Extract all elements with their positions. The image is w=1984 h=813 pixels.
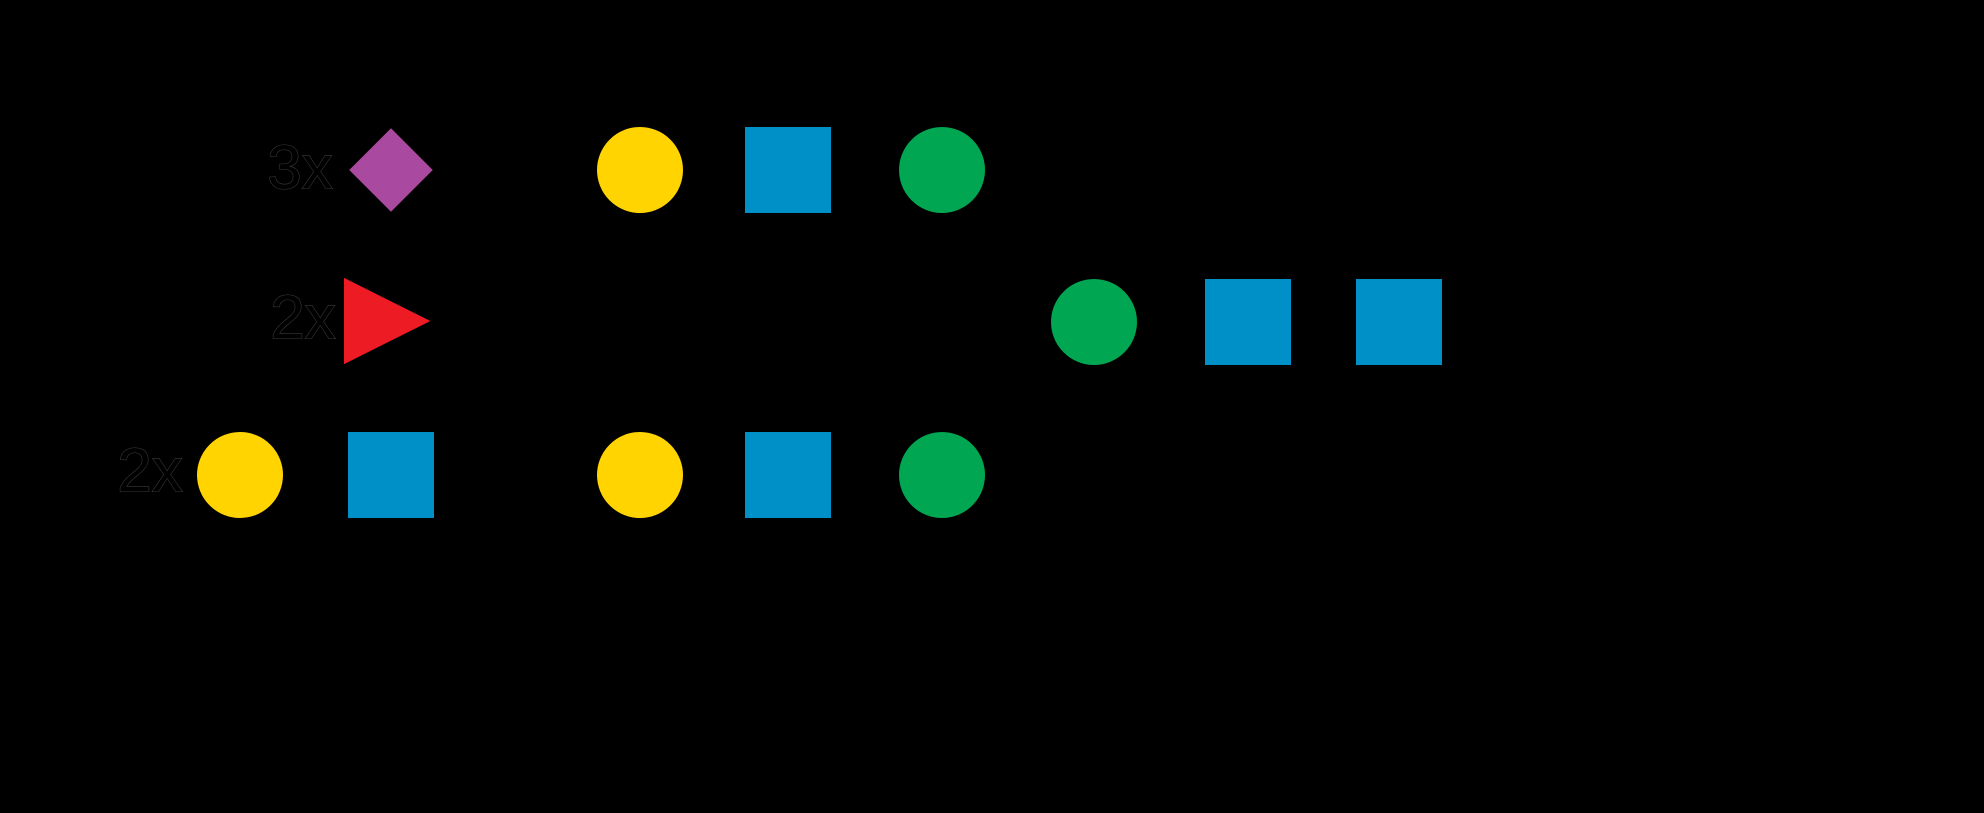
neuac-diamond-glyph: [340, 119, 442, 221]
glcnac-square-glyph: [739, 426, 837, 524]
mult-3x-neuac: 3x: [267, 133, 332, 202]
glcnac-square-glyph: [1350, 273, 1448, 371]
glcnac-square-glyph: [739, 121, 837, 219]
glcnac-square-glyph: [1199, 273, 1297, 371]
man-circle-bottom: [893, 426, 991, 524]
glcnac-square-core-2: [1350, 273, 1448, 371]
residue-nodes-group: [191, 119, 1448, 524]
gal-circle-glyph: [191, 426, 289, 524]
glcnac-square-bottom-left: [342, 426, 440, 524]
gal-circle-glyph: [591, 121, 689, 219]
link-man-bottom-to-core: [974, 353, 1064, 444]
brace-group: [681, 150, 711, 524]
glcnac-square-glyph: [342, 426, 440, 524]
man-circle-glyph: [893, 121, 991, 219]
neuac-diamond: [340, 119, 442, 221]
gal-circle-glyph: [591, 426, 689, 524]
mult-2x-fuc: 2x: [270, 283, 335, 352]
gal-circle-bottom-left: [191, 426, 289, 524]
man-circle-core: [1045, 273, 1143, 371]
gal-circle-top: [591, 121, 689, 219]
link-lines-group: [286, 168, 1064, 477]
glcnac-square-core-1: [1199, 273, 1297, 371]
fuc-triangle-glyph: [338, 268, 444, 374]
gal-circle-bottom: [591, 426, 689, 524]
man-circle-top: [893, 121, 991, 219]
mult-2x-gal: 2x: [117, 436, 182, 505]
multiplier-labels-group: 3x 2x 2x: [117, 133, 337, 506]
link-man-top-to-core: [974, 201, 1064, 292]
glcnac-square-bottom: [739, 426, 837, 524]
man-circle-glyph: [1045, 273, 1143, 371]
fuc-triangle: [338, 268, 444, 374]
man-circle-glyph: [893, 426, 991, 524]
glcnac-square-top: [739, 121, 837, 219]
left-curly-brace: [681, 150, 711, 524]
